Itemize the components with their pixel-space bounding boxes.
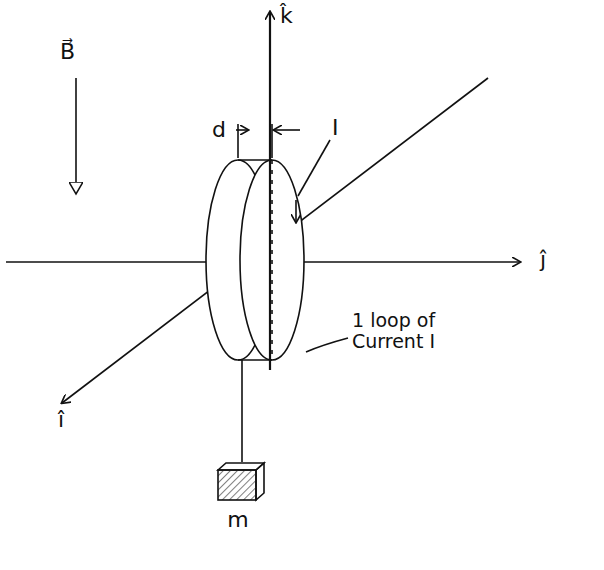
- mass-cube: [212, 460, 272, 502]
- axis-label: k̂: [280, 4, 293, 28]
- axis-label: ĵ: [540, 248, 546, 272]
- mass-label: m: [212, 508, 264, 532]
- axis-label: d: [212, 118, 226, 142]
- axis-label: 1 loop of Current I: [352, 310, 482, 352]
- axis-label: B⃗: [60, 40, 75, 64]
- axis-label: I: [332, 116, 339, 140]
- axis-label: î: [58, 408, 64, 432]
- mass-block: m: [212, 460, 272, 532]
